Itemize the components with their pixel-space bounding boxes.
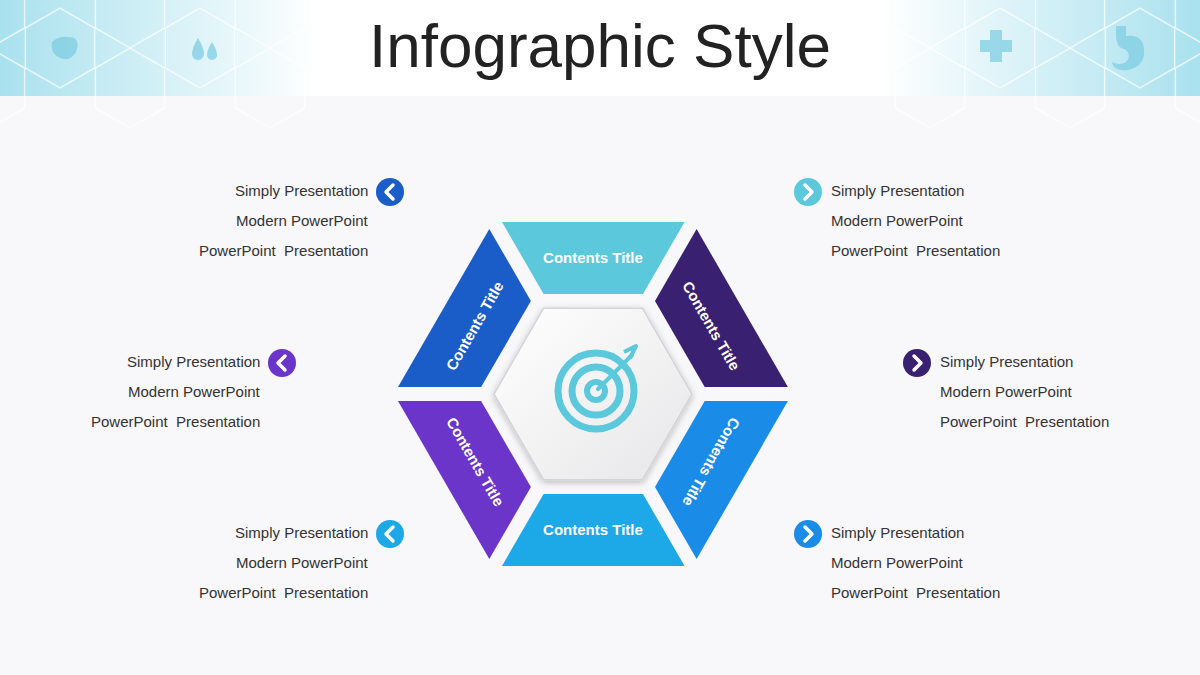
segment-fill bbox=[655, 229, 788, 387]
header-left bbox=[0, 0, 320, 96]
segment-fill bbox=[502, 494, 685, 566]
center-hexagon bbox=[494, 308, 692, 479]
bullet-text: PowerPoint Presentation bbox=[831, 242, 1000, 260]
bullet-text: PowerPoint Presentation bbox=[940, 413, 1109, 431]
segment-shape bbox=[398, 401, 531, 559]
hex-pattern bbox=[0, 0, 1200, 128]
bullet-text: Simply Presentation bbox=[235, 524, 368, 542]
chevron-icons bbox=[268, 178, 931, 548]
ring-segment: Contents Title bbox=[398, 401, 531, 559]
bullet-text: Modern PowerPoint bbox=[236, 554, 368, 572]
segment-title: Contents Title bbox=[543, 249, 643, 267]
chevron-icon bbox=[794, 520, 822, 548]
header-right bbox=[880, 0, 1200, 96]
page-title: Infographic Style bbox=[300, 8, 900, 84]
bullet-text: PowerPoint Presentation bbox=[199, 584, 368, 602]
bullet-text: PowerPoint Presentation bbox=[199, 242, 368, 260]
chevron-icon bbox=[903, 349, 931, 377]
segment-fill bbox=[398, 401, 531, 559]
bullet-text: Modern PowerPoint bbox=[940, 383, 1072, 401]
ring-segment: Contents Title bbox=[398, 229, 531, 387]
chevron-icon bbox=[376, 178, 404, 206]
bullet-text: Simply Presentation bbox=[831, 524, 964, 542]
segment-fill bbox=[502, 222, 685, 294]
bullet-text: Modern PowerPoint bbox=[831, 554, 963, 572]
bullet-text: Simply Presentation bbox=[831, 182, 964, 200]
ring-segment: Contents Title bbox=[502, 494, 685, 566]
bullet-text: Simply Presentation bbox=[940, 353, 1073, 371]
bullet-text: Simply Presentation bbox=[235, 182, 368, 200]
header-band bbox=[0, 0, 1200, 96]
chevron-icon bbox=[376, 520, 404, 548]
segment-shape bbox=[398, 229, 531, 387]
ring-segment: Contents Title bbox=[655, 229, 788, 387]
bullet-text: Modern PowerPoint bbox=[236, 212, 368, 230]
segment-shape bbox=[655, 229, 788, 387]
segment-title: Contents Title bbox=[543, 521, 643, 539]
bullet-text: Modern PowerPoint bbox=[831, 212, 963, 230]
chevron-icon bbox=[268, 349, 296, 377]
ring-segment: Contents Title bbox=[502, 222, 685, 294]
ring-segment: Contents Title bbox=[655, 401, 788, 559]
chevron-icon bbox=[794, 178, 822, 206]
bullet-text: PowerPoint Presentation bbox=[831, 584, 1000, 602]
bullet-text: Simply Presentation bbox=[127, 353, 260, 371]
segment-fill bbox=[398, 229, 531, 387]
bullet-text: Modern PowerPoint bbox=[128, 383, 260, 401]
segment-fill bbox=[655, 401, 788, 559]
bullet-text: PowerPoint Presentation bbox=[91, 413, 260, 431]
target-icon bbox=[558, 346, 636, 429]
